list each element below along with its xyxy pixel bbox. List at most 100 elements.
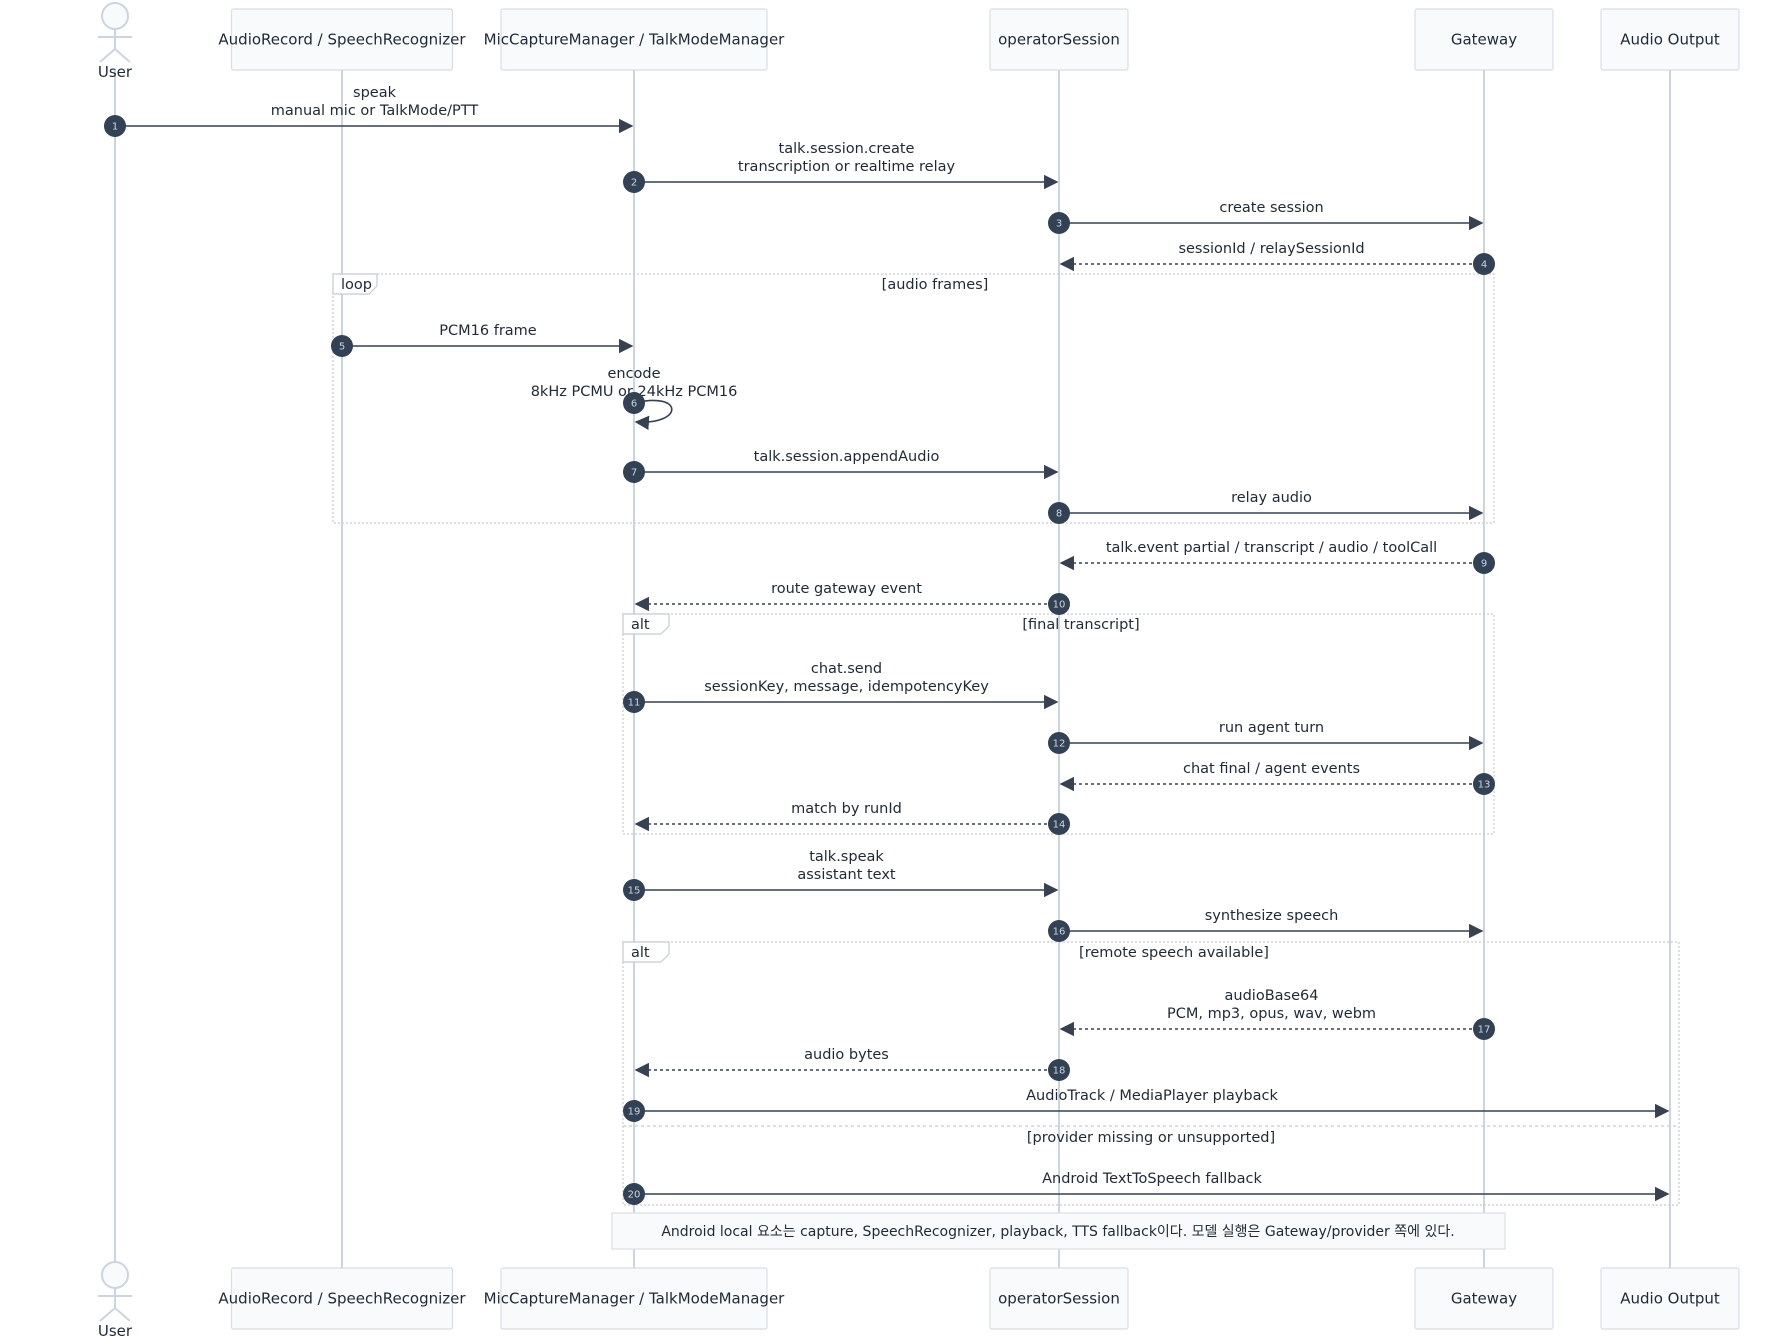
message-label: manual mic or TalkMode/PTT — [271, 103, 479, 119]
sequence-number: 14 — [1053, 820, 1066, 831]
frame-border — [622, 613, 1495, 835]
sequence-number-badge — [623, 392, 645, 414]
participant-label-op: operatorSession — [998, 31, 1120, 49]
participant-box — [230, 1267, 454, 1330]
message-label: PCM16 frame — [439, 323, 537, 339]
frame-condition: [audio frames] — [882, 277, 989, 293]
message-label: Android TextToSpeech fallback — [1042, 1171, 1262, 1187]
sequence-number-badge — [623, 171, 645, 193]
message-label: talk.event partial / transcript / audio … — [1106, 540, 1437, 556]
participant-gw-bottom: Gateway — [1414, 1267, 1554, 1330]
message-13: chat final / agent events 13 — [1059, 761, 1495, 795]
message-label: synthesize speech — [1205, 908, 1339, 924]
participant-audio-bottom: AudioRecord / SpeechRecognizer — [218, 1267, 466, 1330]
sequence-number-badge — [1048, 920, 1070, 942]
participant-box — [1414, 1267, 1554, 1330]
frame-condition: [final transcript] — [1022, 617, 1139, 633]
frame-else-condition: [provider missing or unsupported] — [1027, 1130, 1275, 1146]
message-label: PCM, mp3, opus, wav, webm — [1167, 1006, 1376, 1022]
participant-label-op: operatorSession — [998, 1290, 1120, 1308]
participant-mic-bottom: MicCaptureManager / TalkModeManager — [484, 1267, 786, 1330]
sequence-number-badge — [1473, 1018, 1495, 1040]
frame-tab — [622, 941, 670, 963]
message-line — [633, 399, 673, 430]
frame-keyword: alt — [631, 945, 650, 961]
participant-gw-top: Gateway — [1414, 8, 1554, 71]
participant-label-mic: MicCaptureManager / TalkModeManager — [484, 1290, 786, 1308]
participant-box — [989, 8, 1129, 71]
sequence-number-badge — [1473, 552, 1495, 574]
sequence-number: 12 — [1053, 739, 1066, 750]
message-label: route gateway event — [771, 581, 922, 597]
message-label: sessionId / relaySessionId — [1178, 241, 1364, 257]
sequence-number: 5 — [339, 342, 345, 353]
sequence-number-badge — [331, 335, 353, 357]
message-label: speak — [353, 85, 397, 101]
message-1: speak manual mic or TalkMode/PTT 1 — [104, 85, 634, 137]
sequence-number: 9 — [1481, 559, 1487, 570]
message-label: create session — [1219, 200, 1323, 216]
sequence-number-badge — [623, 691, 645, 713]
message-16: synthesize speech 16 — [1048, 908, 1484, 942]
participant-box — [989, 1267, 1129, 1330]
sequence-number: 3 — [1056, 219, 1062, 230]
user-leg-left — [99, 48, 116, 63]
sequence-number: 2 — [631, 178, 637, 189]
message-label: talk.session.appendAudio — [754, 449, 940, 465]
sequence-number: 17 — [1478, 1025, 1491, 1036]
sequence-number: 13 — [1478, 780, 1491, 791]
sequence-number-badge — [1048, 1059, 1070, 1081]
sequence-number: 16 — [1053, 927, 1066, 938]
participant-audio-top: AudioRecord / SpeechRecognizer — [218, 8, 466, 71]
note-rect — [611, 1212, 1506, 1250]
participant-box — [1414, 8, 1554, 71]
frame-tab — [332, 273, 378, 295]
message-5: PCM16 frame 5 — [331, 323, 634, 357]
participant-label-out: Audio Output — [1620, 31, 1720, 49]
sequence-number-badge — [623, 879, 645, 901]
sequence-number-badge — [1473, 253, 1495, 275]
actor-label-user: User — [98, 1322, 133, 1339]
participant-box — [500, 8, 768, 71]
participant-label-out: Audio Output — [1620, 1290, 1720, 1308]
sequence-number: 4 — [1481, 260, 1487, 271]
sequence-number-badge — [1048, 502, 1070, 524]
sequence-number: 7 — [631, 468, 637, 479]
sequence-number: 1 — [112, 122, 118, 133]
participant-label-audio: AudioRecord / SpeechRecognizer — [218, 31, 466, 49]
sequence-number-badge — [1048, 212, 1070, 234]
sequence-number-badge — [104, 115, 126, 137]
user-actor-top: User — [98, 2, 133, 81]
participant-label-mic: MicCaptureManager / TalkModeManager — [484, 31, 786, 49]
user-head-icon — [101, 2, 129, 30]
message-label: talk.session.create — [779, 141, 915, 157]
sequence-number: 11 — [628, 698, 641, 709]
sequence-number-badge — [1048, 732, 1070, 754]
frame-border — [622, 941, 1680, 1206]
frame-alt-2: alt [final transcript] — [622, 613, 1495, 835]
user-actor-bottom: User — [98, 1261, 133, 1339]
user-leg-left — [99, 1307, 116, 1322]
sequence-number: 18 — [1053, 1066, 1066, 1077]
note-box: Android local 요소는 capture, SpeechRecogni… — [611, 1212, 1506, 1250]
sequence-number: 19 — [628, 1107, 641, 1118]
frame-condition: [remote speech available] — [1079, 945, 1269, 961]
frame-loop-1: loop [audio frames] — [332, 273, 1495, 524]
message-label: chat final / agent events — [1183, 761, 1360, 777]
frame-keyword: alt — [631, 617, 650, 633]
participant-mic-top: MicCaptureManager / TalkModeManager — [484, 8, 786, 71]
participant-op-top: operatorSession — [989, 8, 1129, 71]
sequence-number-badge — [1473, 773, 1495, 795]
frame-keyword: loop — [341, 277, 372, 293]
participant-label-gw: Gateway — [1451, 31, 1517, 49]
message-label: AudioTrack / MediaPlayer playback — [1026, 1088, 1278, 1104]
message-label: talk.speak — [809, 849, 884, 865]
